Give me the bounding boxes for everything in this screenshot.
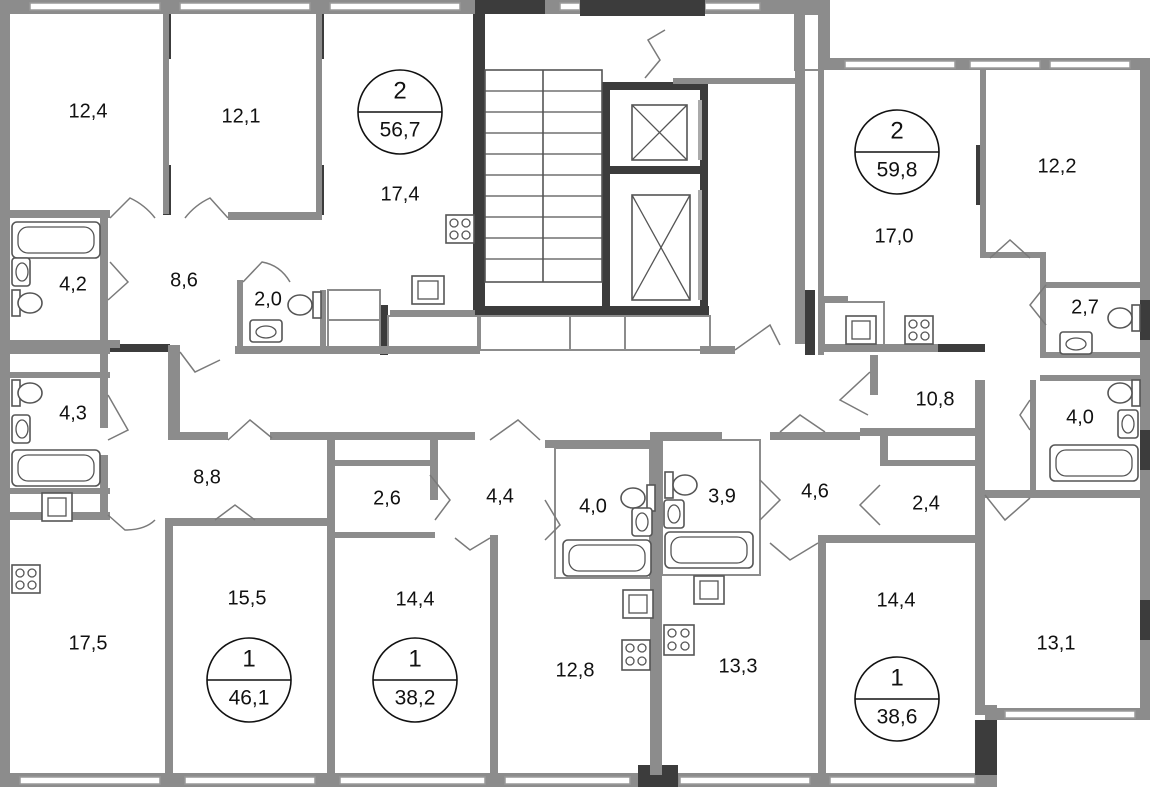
washbasin-icon — [249, 319, 283, 343]
apartment-rooms: 1 — [242, 645, 255, 672]
room-area-label: 2,0 — [254, 288, 282, 310]
room-area-label: 4,0 — [579, 495, 607, 517]
room-area-label: 4,6 — [801, 480, 829, 502]
kitchen-sink-icon — [411, 275, 445, 305]
stove-icon — [904, 315, 934, 345]
stove-icon — [621, 639, 651, 671]
room-area-label: 4,2 — [59, 273, 87, 295]
washbasin-icon — [663, 499, 685, 529]
apartment-rooms: 2 — [393, 77, 406, 104]
lifts — [631, 100, 702, 301]
room-area-label: 10,8 — [916, 388, 955, 410]
room-area-label: 12,4 — [69, 100, 108, 122]
room-area-label: 2,7 — [1071, 296, 1099, 318]
apartment-badge: 1 38,6 — [854, 656, 940, 742]
room-area-label: 2,6 — [373, 487, 401, 509]
toilet-icon — [11, 379, 43, 407]
toilet-icon — [664, 471, 698, 499]
room-area-label: 17,0 — [875, 225, 914, 247]
toilet-icon — [1107, 304, 1141, 332]
apartment-area: 38,6 — [877, 706, 918, 729]
room-area-label: 4,4 — [486, 485, 514, 507]
apartment-rooms: 2 — [890, 117, 903, 144]
kitchen-sink-icon — [41, 492, 73, 522]
toilet-icon — [287, 291, 322, 319]
room-labels: 12,4 12,1 17,4 4,2 8,6 2,0 12,2 17,0 2,7… — [59, 100, 1099, 681]
doors — [107, 29, 1047, 561]
apartment-badge: 2 56,7 — [357, 69, 443, 155]
kitchen-sink-icon — [622, 589, 654, 619]
bathtub-icon — [11, 221, 101, 259]
room-area-label: 17,4 — [381, 183, 420, 205]
room-area-label: 2,4 — [912, 492, 940, 514]
bathtub-icon — [664, 531, 754, 569]
stove-icon — [11, 564, 41, 594]
stairs — [484, 69, 603, 283]
room-area-label: 8,8 — [193, 466, 221, 488]
room-area-label: 14,4 — [396, 588, 435, 610]
washbasin-icon — [1117, 409, 1139, 439]
room-area-label: 4,3 — [59, 402, 87, 424]
room-area-label: 13,3 — [719, 655, 758, 677]
apartment-rooms: 1 — [890, 664, 903, 691]
apartment-area: 59,8 — [877, 159, 918, 182]
toilet-icon — [11, 289, 43, 317]
toilet-icon — [620, 484, 656, 512]
kitchen-sink-icon — [693, 575, 725, 605]
kitchen-sink-icon — [845, 315, 877, 345]
windows — [19, 2, 1136, 785]
toilet-icon — [1107, 379, 1141, 407]
bathtub-icon — [562, 539, 652, 577]
stove-icon — [445, 214, 475, 244]
apartment-area: 38,2 — [395, 687, 436, 710]
apartment-badge: 2 59,8 — [854, 109, 940, 195]
bathtub-icon — [1049, 444, 1139, 482]
room-area-label: 15,5 — [228, 587, 267, 609]
washbasin-icon — [11, 257, 31, 287]
room-area-label: 12,8 — [556, 659, 595, 681]
apartment-area: 46,1 — [229, 687, 270, 710]
room-area-label: 12,1 — [222, 105, 261, 127]
washbasin-icon — [631, 507, 653, 537]
apartment-badge: 1 38,2 — [372, 637, 458, 723]
apartment-rooms: 1 — [408, 645, 421, 672]
room-area-label: 17,5 — [69, 632, 108, 654]
stove-icon — [663, 624, 695, 656]
bathtub-icon — [11, 449, 101, 487]
washbasin-icon — [11, 414, 31, 444]
room-area-label: 14,4 — [877, 589, 916, 611]
washbasin-icon — [1059, 331, 1093, 355]
apartment-area: 56,7 — [380, 119, 421, 142]
apartment-badge: 1 46,1 — [206, 637, 292, 723]
room-area-label: 3,9 — [708, 485, 736, 507]
room-area-label: 12,2 — [1038, 155, 1077, 177]
room-area-label: 13,1 — [1037, 632, 1076, 654]
room-area-label: 4,0 — [1066, 406, 1094, 428]
room-area-label: 8,6 — [170, 269, 198, 291]
